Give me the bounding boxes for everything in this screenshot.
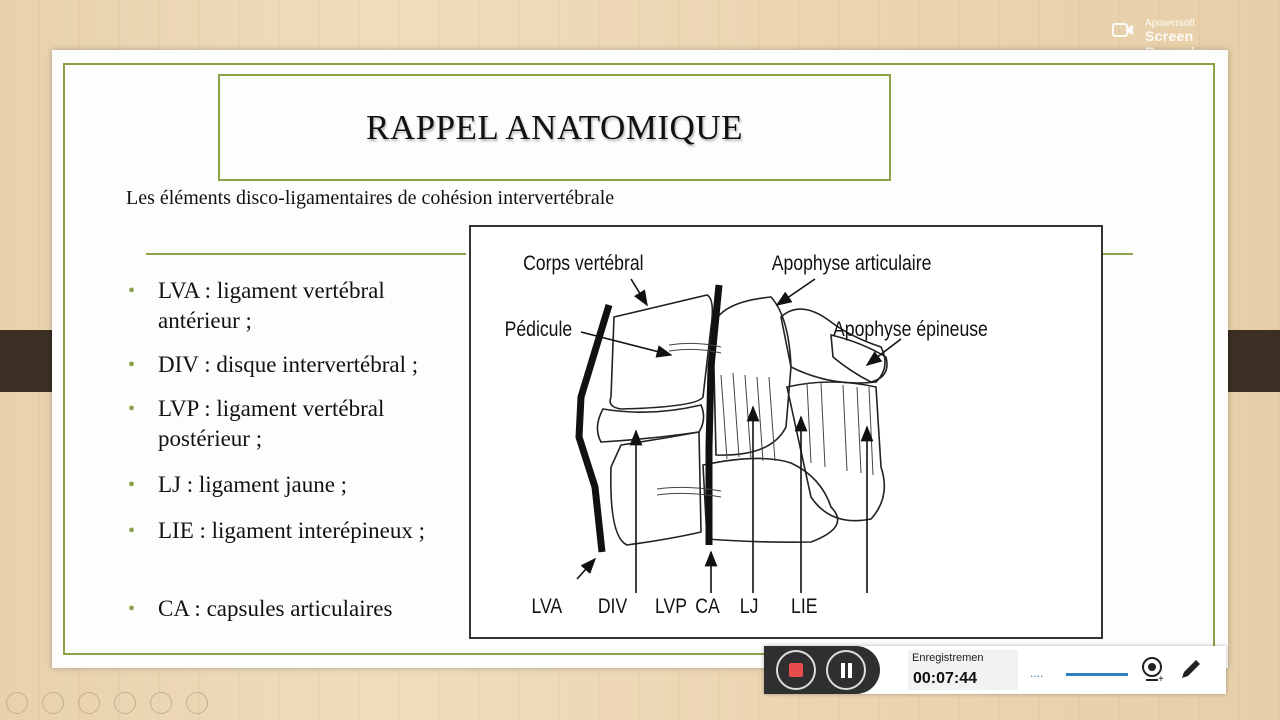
spine-diagram: Corps vertébral Apophyse articulaire Péd… (469, 225, 1103, 639)
bullet-dot-icon: • (128, 276, 135, 306)
bullet-text: LVA : ligament vertébral antérieur ; (158, 276, 458, 336)
bullet-text: DIV : disque intervertébral ; (158, 350, 458, 380)
recorder-toolbar: Enregistremen 00:07:44 .... + (764, 646, 1226, 694)
label-pedicule: Pédicule (505, 318, 573, 342)
label-lj: LJ (740, 595, 759, 619)
recorder-controls (764, 646, 880, 694)
bullet-dot-icon: • (128, 516, 135, 546)
pen-icon[interactable] (1178, 656, 1204, 684)
bullet-dot-icon: • (128, 350, 135, 380)
bullet-dot-icon: • (128, 594, 135, 624)
hatching (657, 343, 873, 497)
lvp-ligament (709, 285, 719, 545)
pen-tool-icon[interactable] (78, 692, 100, 714)
zoom-icon[interactable] (150, 692, 172, 714)
slides-grid-icon[interactable] (114, 692, 136, 714)
recording-time: 00:07:44 (913, 670, 977, 688)
stop-record-button[interactable] (776, 650, 816, 690)
divider-right (1103, 253, 1133, 255)
bullet-dot-icon: • (128, 394, 135, 424)
previous-slide-icon[interactable] (6, 692, 28, 714)
bullet-text: LJ : ligament jaune ; (158, 470, 458, 500)
label-corps-vertebral: Corps vertébral (523, 252, 643, 276)
webcam-icon[interactable]: + (1140, 656, 1166, 684)
bullet-text: LVP : ligament vertébral postérieur ; (158, 394, 458, 454)
slide-title: RAPPEL ANATOMIQUE (366, 108, 743, 148)
next-slide-icon[interactable] (42, 692, 64, 714)
recording-status: Enregistremen 00:07:44 (908, 650, 1018, 690)
more-options-icon[interactable] (186, 692, 208, 714)
label-apophyse-articulaire: Apophyse articulaire (772, 252, 932, 276)
divider-left (146, 253, 466, 255)
label-apophyse-epineuse: Apophyse épineuse (833, 318, 988, 342)
bullet-dot-icon: • (128, 470, 135, 500)
label-lva: LVA (531, 595, 562, 619)
label-ca: CA (695, 595, 720, 619)
spine-diagram-svg: Corps vertébral Apophyse articulaire Péd… (471, 227, 1105, 641)
label-lie: LIE (791, 595, 818, 619)
camera-icon (1112, 20, 1134, 40)
svg-text:+: + (1158, 674, 1164, 684)
slideshow-controls (0, 688, 220, 720)
bullet-text: LIE : ligament interépineux ; (158, 516, 458, 546)
audio-level-bar[interactable] (1066, 673, 1128, 676)
label-div: DIV (598, 595, 627, 619)
lva-ligament (579, 305, 609, 552)
slide-subtitle: Les éléments disco-ligamentaires de cohé… (126, 187, 614, 210)
recording-label: Enregistremen (912, 652, 984, 664)
audio-indicator-icon: .... (1030, 666, 1043, 680)
pause-record-button[interactable] (826, 650, 866, 690)
title-box: RAPPEL ANATOMIQUE (218, 74, 891, 181)
label-lvp: LVP (655, 595, 687, 619)
bullet-text: CA : capsules articulaires (158, 594, 458, 624)
